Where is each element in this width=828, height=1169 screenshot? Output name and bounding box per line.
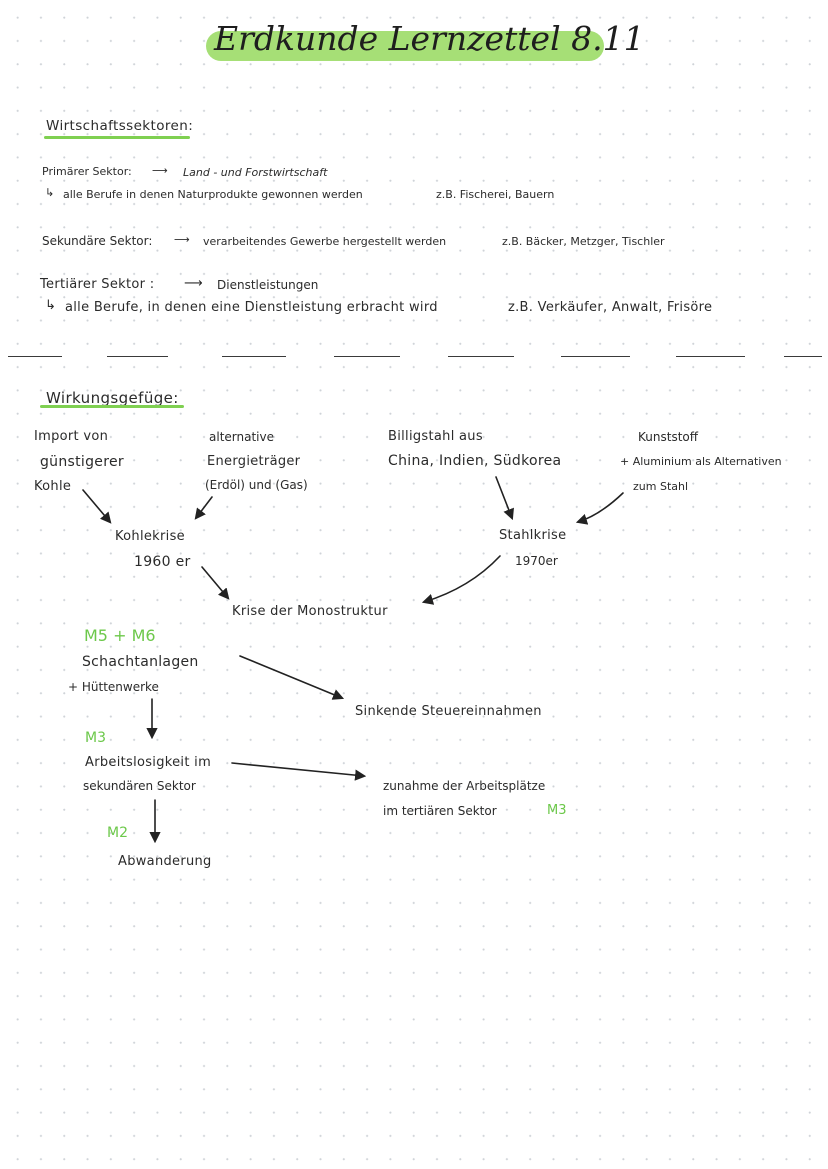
divider-segment (676, 356, 745, 358)
arrow-right-icon: ⟶ (174, 233, 190, 246)
return-arrow-icon: ↳ (45, 186, 55, 199)
jobs-line-2: im tertiären Sektor (383, 804, 497, 818)
unemployment-line-2: sekundären Sektor (83, 779, 196, 793)
mono-crisis: Krise der Monostruktur (232, 604, 388, 619)
import-coal-line-3: Kohle (34, 479, 72, 494)
steel-crisis-line-1: Stahlkrise (499, 528, 567, 543)
shafts-line-1: Schachtanlagen (82, 654, 199, 670)
shafts-line-2: + Hüttenwerke (68, 680, 159, 694)
divider-segment (8, 356, 62, 358)
ref-m3: M3 (85, 730, 106, 746)
tertiary-desc: alle Berufe, in denen eine Dienstleistun… (65, 300, 438, 315)
primary-example: z.B. Fischerei, Bauern (436, 188, 555, 201)
tertiary-example: z.B. Verkäufer, Anwalt, Frisöre (508, 300, 713, 315)
arrow-coal-to-mono (201, 566, 230, 600)
arrow-steel-to-steel-crisis (495, 476, 514, 521)
divider-segment (561, 356, 630, 358)
coal-crisis-line-1: Kohlekrise (115, 529, 185, 544)
sectors-heading-underline (44, 136, 190, 139)
page-title: Erdkunde Lernzettel 8.11 (214, 19, 645, 58)
cheap-steel-line-2: China, Indien, Südkorea (388, 453, 562, 469)
arrow-import-to-coal-crisis (82, 489, 112, 524)
primary-desc: alle Berufe in denen Naturprodukte gewon… (63, 188, 363, 201)
tertiary-label: Tertiärer Sektor : (40, 277, 155, 292)
coal-crisis-line-2: 1960 er (134, 554, 191, 570)
arrow-right-icon: ⟶ (152, 164, 168, 177)
ref-m5-m6: M5 + M6 (84, 626, 156, 645)
ref-m3-jobs: M3 (547, 803, 567, 818)
title-highlight (206, 31, 604, 61)
divider-segment (222, 356, 286, 358)
diagram-heading: Wirkungsgefüge: (46, 389, 179, 407)
sectors-heading: Wirtschaftssektoren: (46, 118, 194, 134)
migration: Abwanderung (118, 854, 212, 869)
arrow-steel-to-mono (421, 555, 501, 605)
ref-m2: M2 (107, 825, 128, 841)
arrow-energy-to-coal-crisis (194, 496, 213, 520)
steel-crisis-line-2: 1970er (515, 554, 558, 568)
divider-segment (448, 356, 514, 358)
arrow-unemployment-to-jobs (231, 762, 367, 781)
plastic-line-2: + Aluminium als Alternativen (620, 455, 782, 468)
alt-energy-line-2: Energieträger (207, 454, 301, 469)
alt-energy-line-3: (Erdöl) und (Gas) (205, 478, 308, 492)
import-coal-line-2: günstigerer (40, 454, 124, 470)
divider-segment (107, 356, 168, 358)
plastic-line-3: zum Stahl (633, 480, 689, 493)
tax-revenue: Sinkende Steuereinnahmen (355, 704, 542, 719)
secondary-label: Sekundäre Sektor: (42, 234, 153, 248)
arrow-shafts-to-tax (239, 655, 345, 700)
primary-label: Primärer Sektor: (42, 165, 132, 178)
primary-value: Land - und Forstwirtschaft (183, 166, 328, 179)
import-coal-line-1: Import von (34, 429, 109, 444)
secondary-desc: verarbeitendes Gewerbe hergestellt werde… (203, 235, 447, 248)
cheap-steel-line-1: Billigstahl aus (388, 429, 483, 444)
divider-segment (334, 356, 400, 358)
arrow-plastic-to-steel-crisis (575, 492, 624, 525)
jobs-line-1: zunahme der Arbeitsplätze (383, 779, 546, 793)
plastic-line-1: Kunststoff (638, 430, 699, 444)
return-arrow-icon: ↳ (45, 298, 57, 313)
arrow-right-icon: ⟶ (184, 276, 203, 291)
tertiary-value: Dienstleistungen (217, 278, 319, 292)
alt-energy-line-1: alternative (209, 430, 274, 444)
diagram-heading-underline (40, 405, 184, 408)
secondary-example: z.B. Bäcker, Metzger, Tischler (502, 235, 665, 248)
divider-segment (784, 356, 822, 358)
unemployment-line-1: Arbeitslosigkeit im (85, 755, 212, 770)
